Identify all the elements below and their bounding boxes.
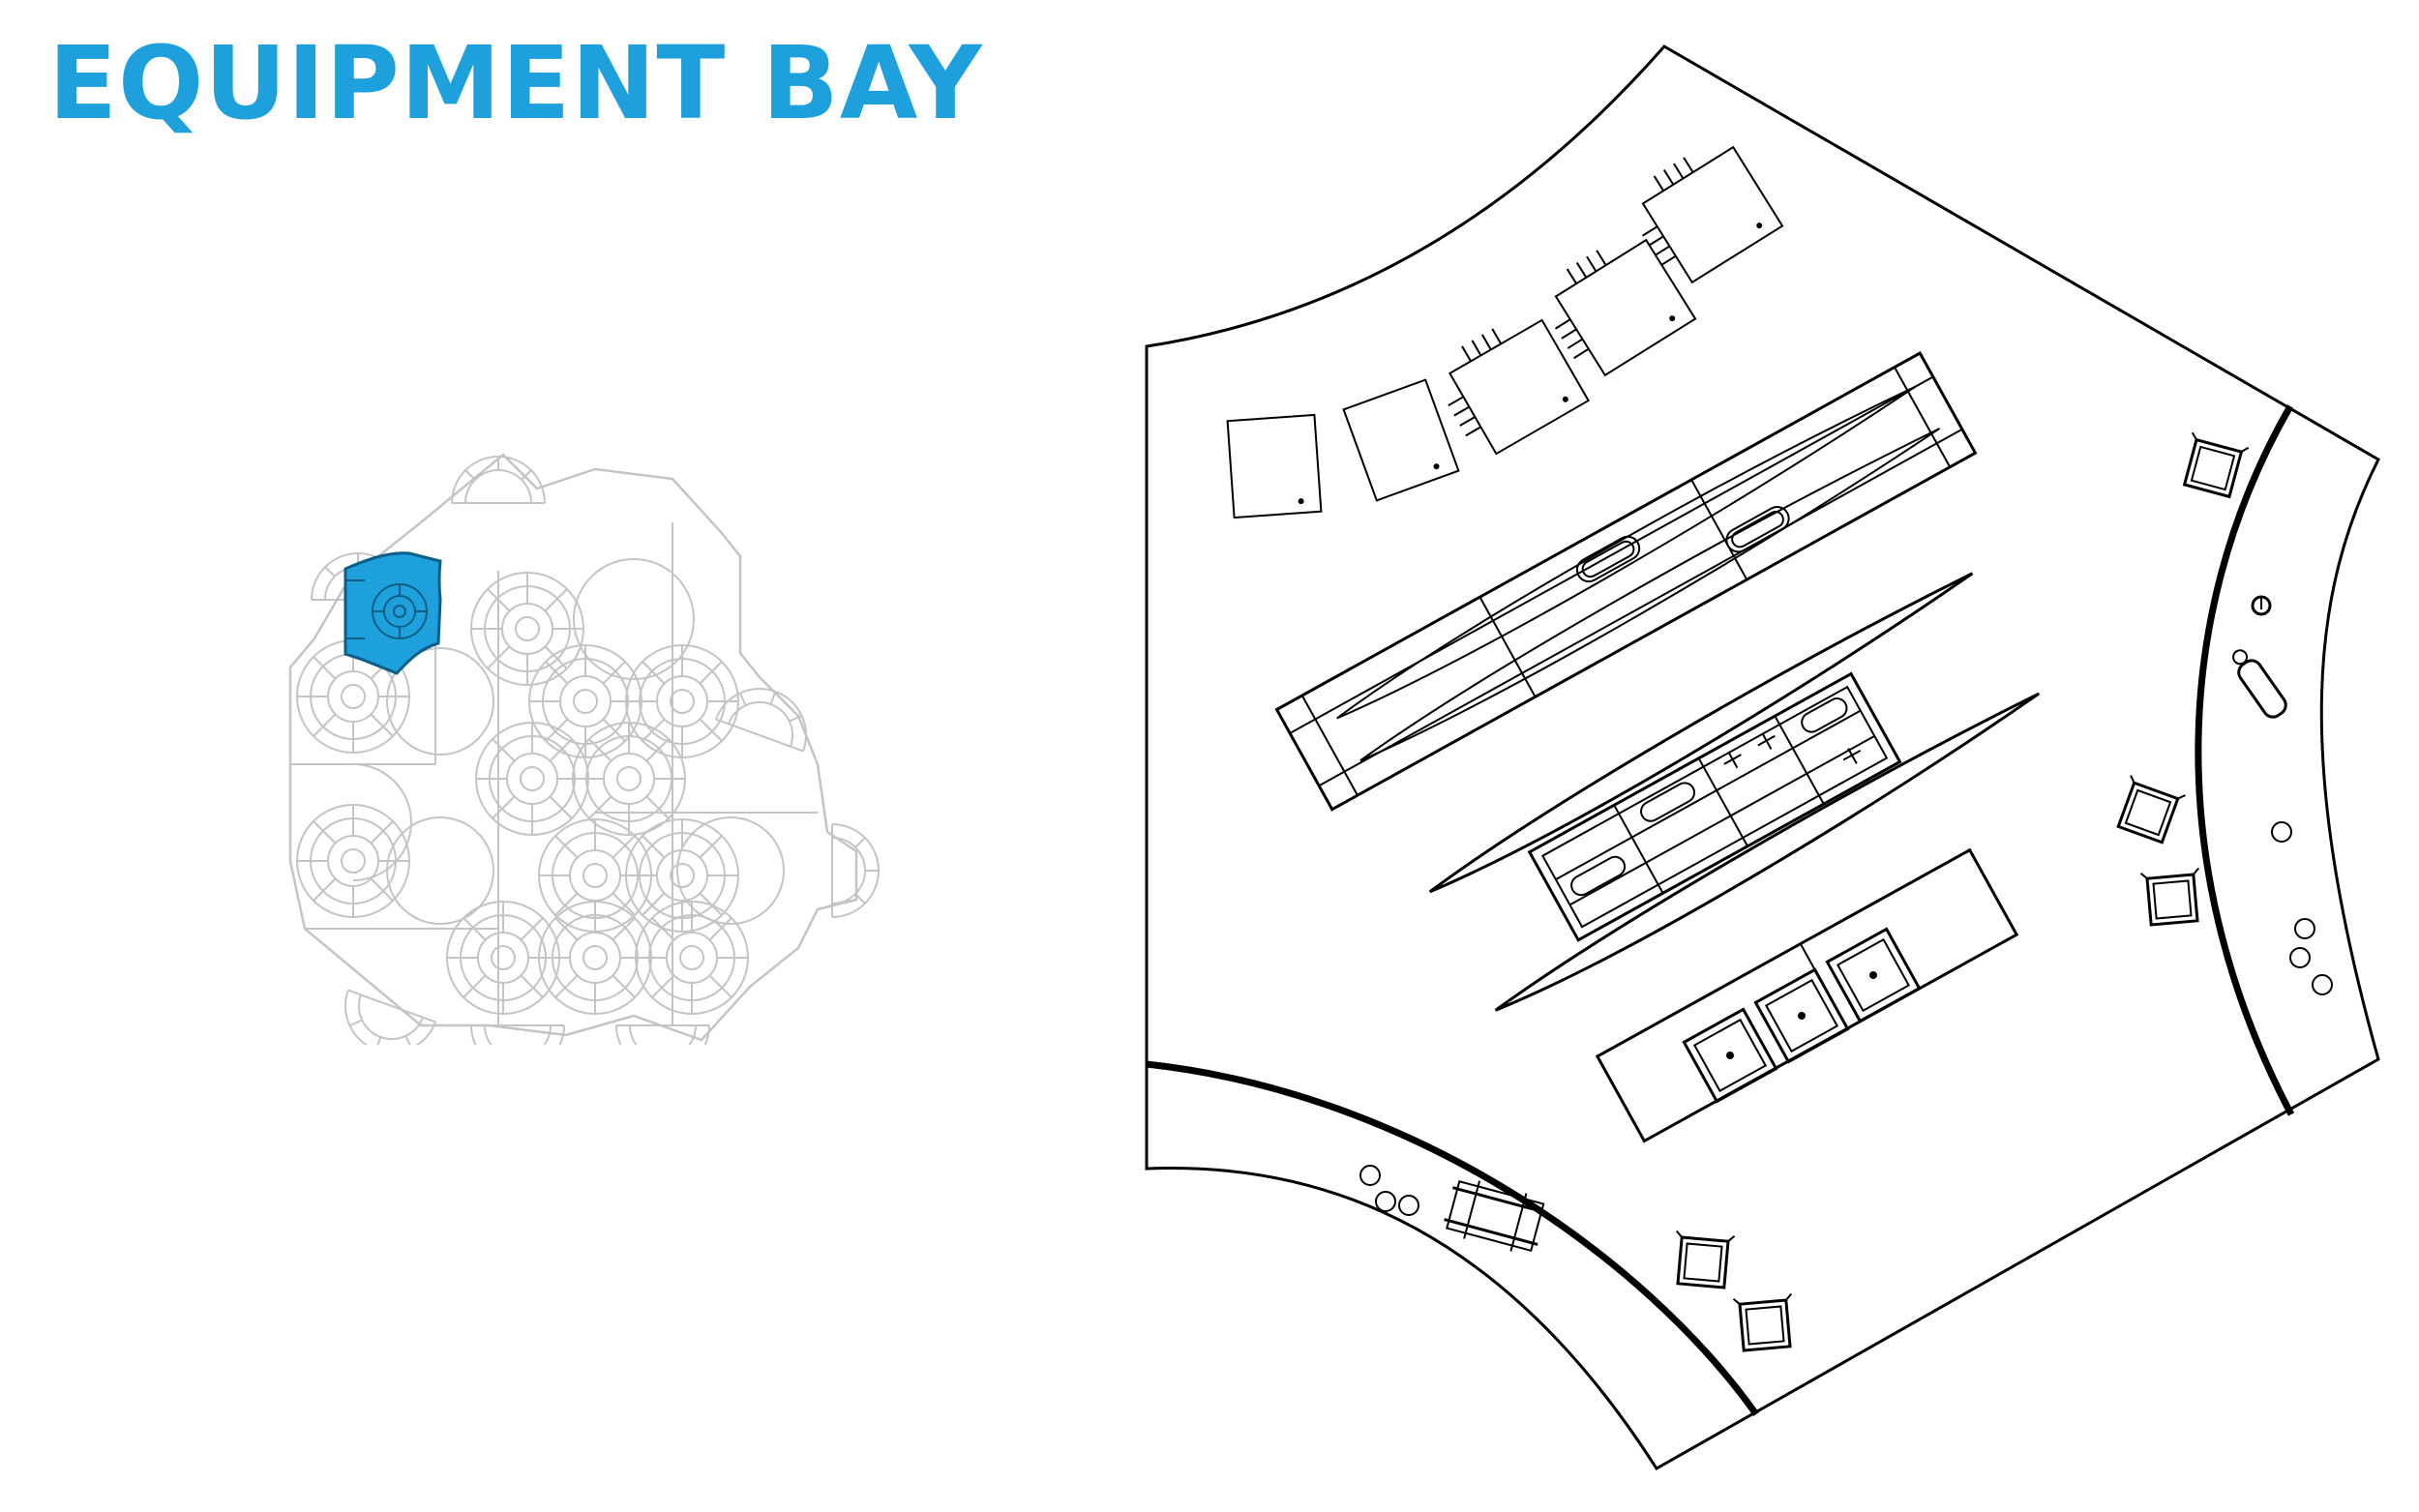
valve-icon	[2251, 595, 2272, 616]
equipment-cart[interactable]	[1441, 1174, 1550, 1258]
storage-crate[interactable]	[1424, 304, 1590, 464]
storage-crate[interactable]	[1342, 378, 1460, 502]
stool[interactable]	[2138, 866, 2205, 928]
room-boundary	[1145, 44, 2380, 1471]
key-plan	[288, 453, 880, 1045]
equipment-bay-highlight[interactable]	[343, 551, 442, 675]
page-title: EQUIPMENT BAY	[48, 24, 983, 142]
buoy-markers	[1359, 821, 2333, 1216]
sink-basin[interactable]	[1682, 1007, 1778, 1104]
catamaran[interactable]	[1420, 570, 2050, 1019]
storage-crate[interactable]	[1618, 131, 1784, 293]
key-plan-outline	[288, 453, 880, 1045]
storage-crate[interactable]	[1226, 413, 1323, 519]
gas-cylinder	[2232, 649, 2287, 719]
sink-basin[interactable]	[1753, 967, 1850, 1064]
stool[interactable]	[1731, 1291, 1798, 1353]
stool[interactable]	[2111, 774, 2187, 846]
sink-basin[interactable]	[1825, 927, 1922, 1023]
stool[interactable]	[2177, 430, 2251, 500]
stool[interactable]	[1670, 1229, 1737, 1290]
equipment-bay-plan	[1145, 44, 2380, 1471]
kayak-rack[interactable]	[1274, 351, 1978, 812]
